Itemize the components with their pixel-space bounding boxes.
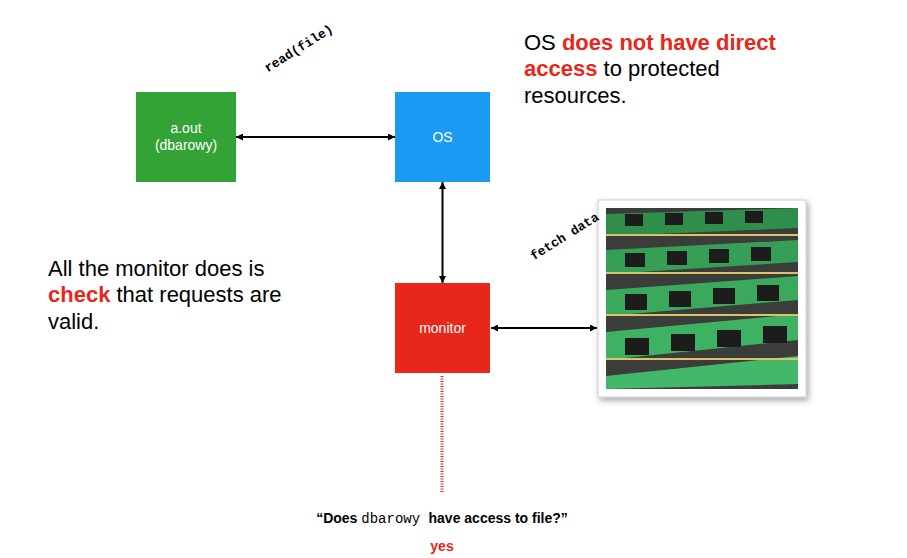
os-box: OS — [395, 92, 490, 182]
monitor-box: monitor — [395, 283, 490, 373]
photo-ground — [606, 208, 798, 389]
ram-module — [606, 240, 798, 274]
ram-module — [606, 208, 798, 236]
arrow-label: fetch data — [528, 210, 602, 265]
box-label: a.out (dbarowy) — [144, 120, 228, 154]
question-text: “Does dbarowy have access to file?” — [316, 510, 568, 528]
ram-contacts — [606, 234, 798, 360]
double-arrow — [442, 182, 444, 283]
ram-photo — [606, 208, 798, 389]
box-label: OS — [432, 129, 452, 146]
ram-module — [606, 356, 798, 389]
note-text: OS does not have direct access to protec… — [524, 30, 824, 109]
photo-frame — [598, 200, 806, 397]
ram-module — [606, 314, 798, 360]
note-text: All the monitor does is check that reque… — [48, 256, 293, 335]
ram-module — [606, 276, 798, 316]
ram-chips — [625, 211, 787, 355]
program-box: a.out (dbarowy) — [136, 92, 236, 182]
double-arrow — [236, 136, 395, 138]
fetch-arrow — [491, 327, 597, 329]
box-label: monitor — [419, 320, 466, 337]
answer-text: yes — [430, 538, 453, 555]
dotted-leader — [441, 376, 444, 492]
arrow-label: read(file) — [262, 22, 336, 77]
